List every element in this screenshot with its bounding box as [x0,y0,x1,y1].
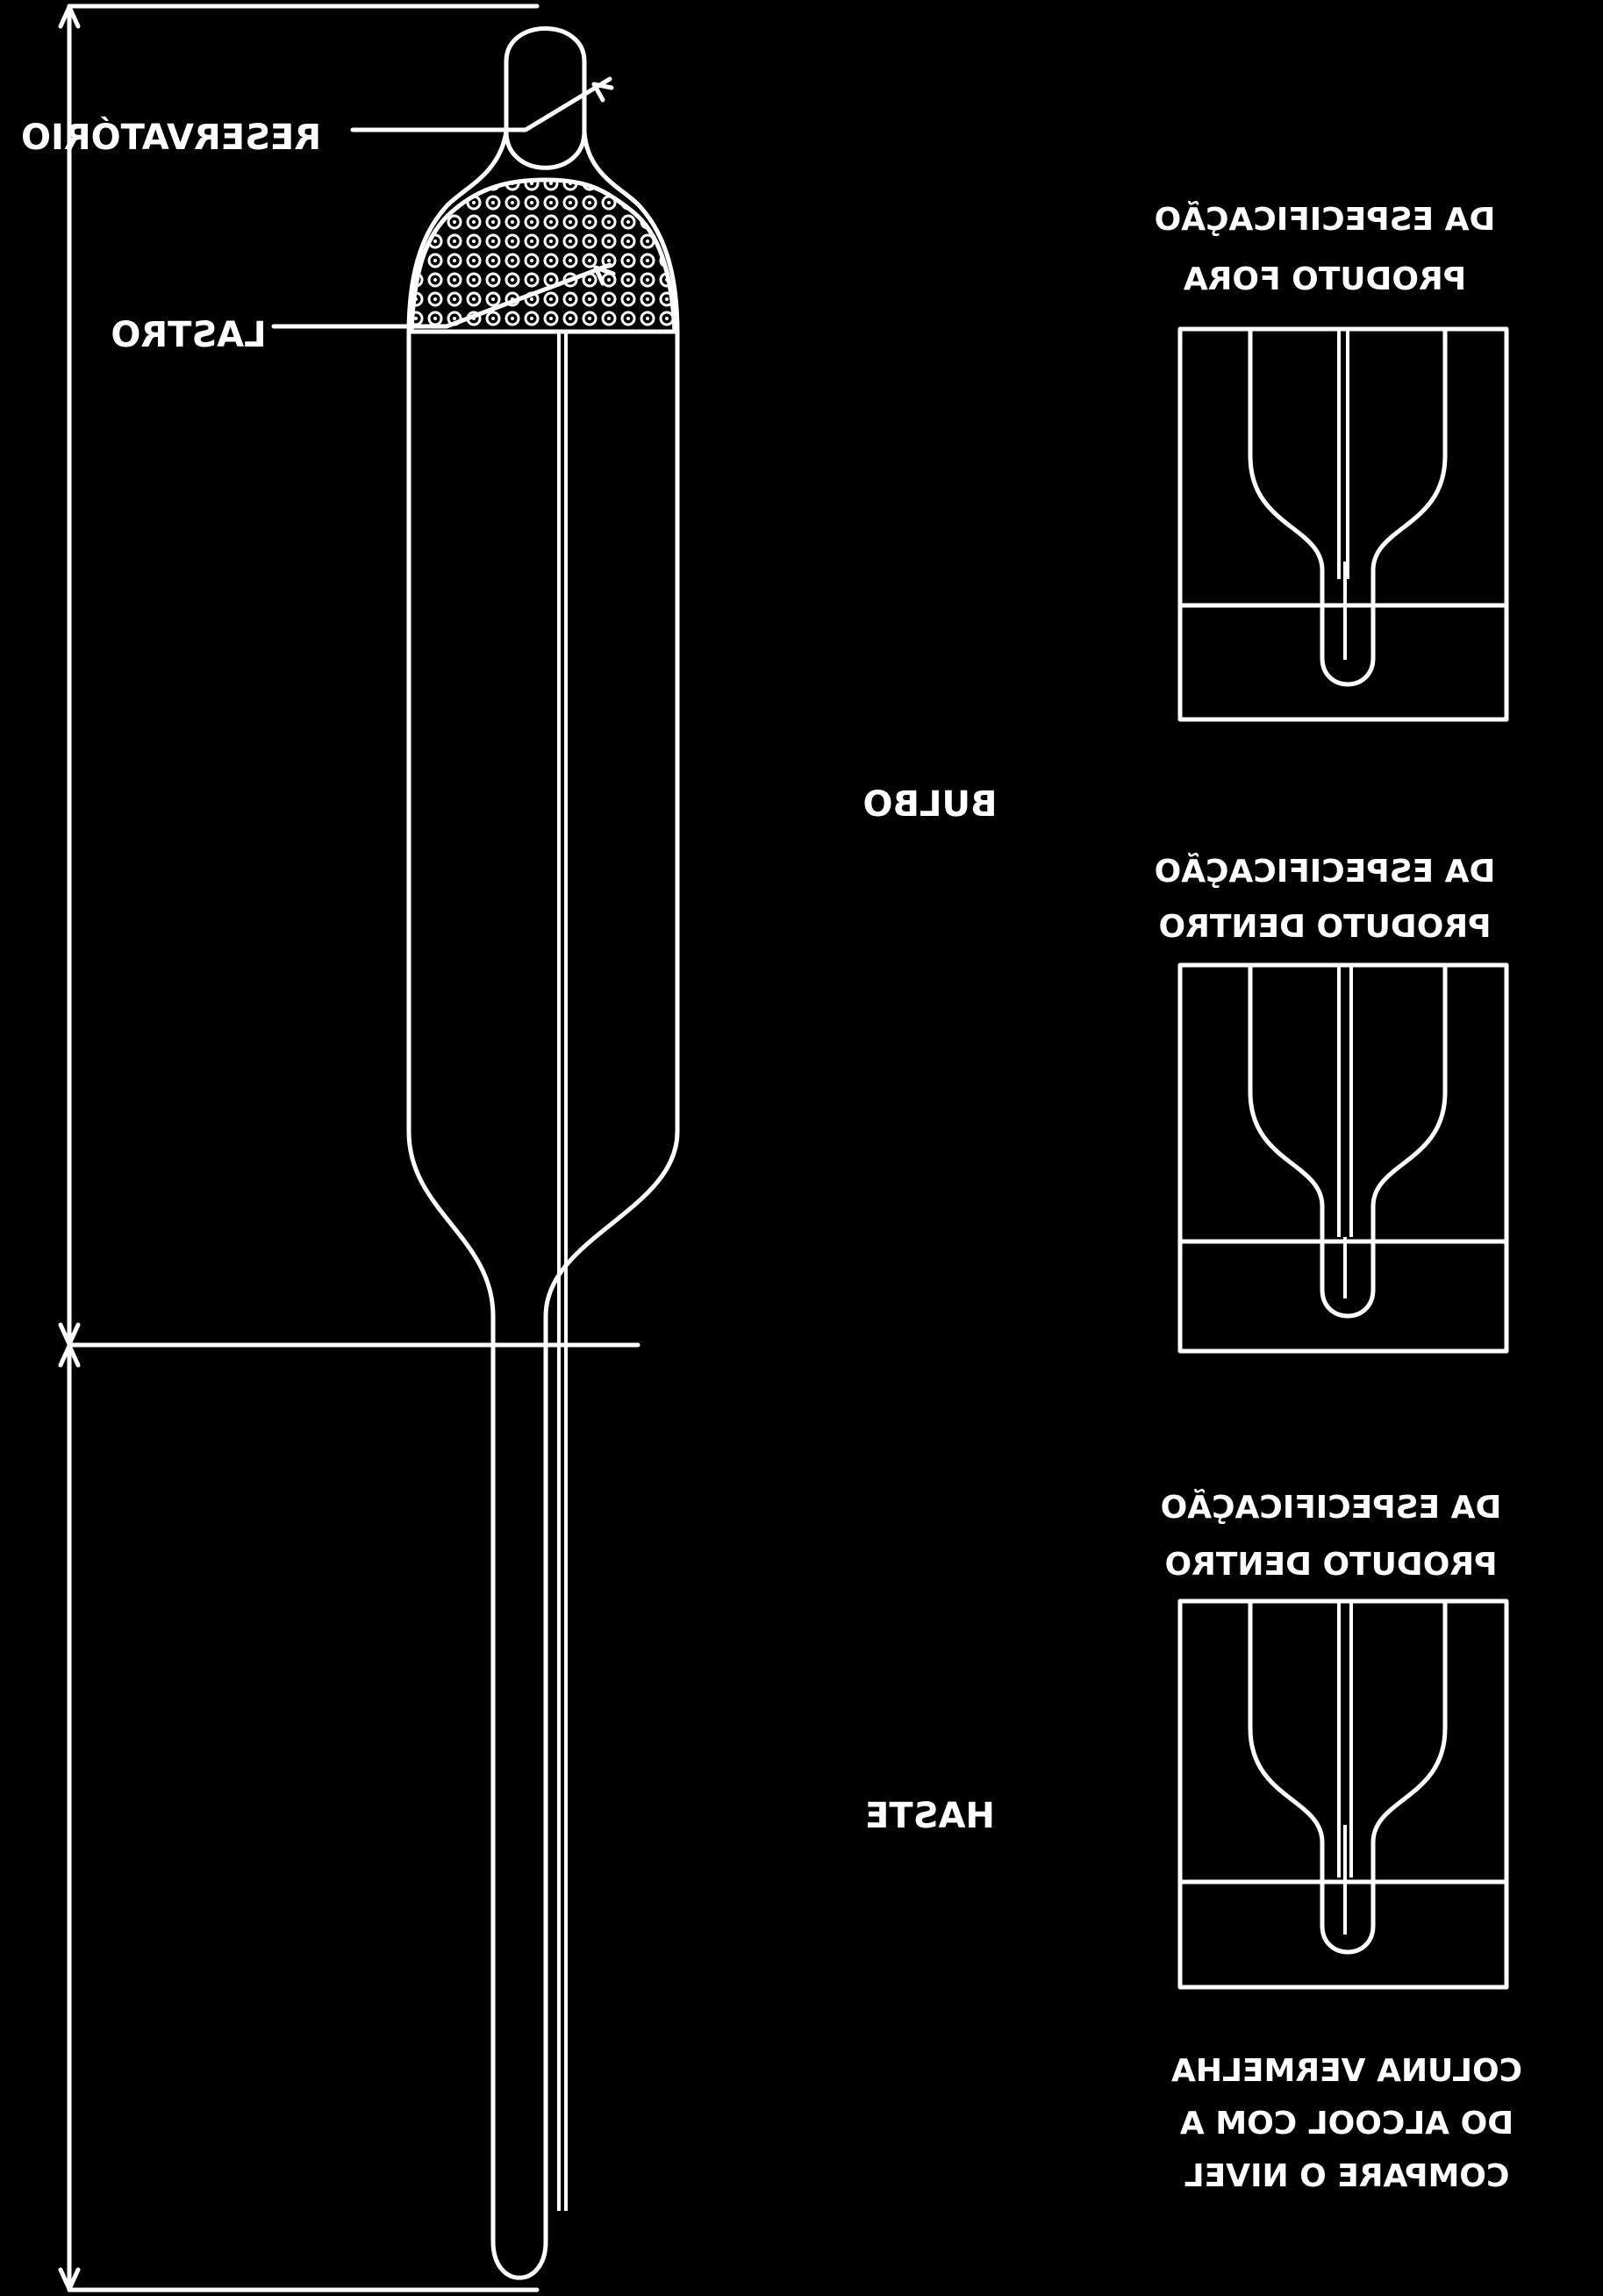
stem-label: HASTE [865,1796,995,1836]
panel-1-line-1: PRODUTO FORA [1184,261,1466,297]
dimension-lines [58,4,640,2292]
inspection-panels [1177,326,1509,1990]
panel-2-line-2: DA ESPECIFICAÇÃO [1155,853,1496,890]
reservoir-label: RESERVATÓRIO [21,116,321,158]
instruction-line-3: COLUNA VERMELHA [1171,2053,1522,2089]
panel-1-line-2: DA ESPECIFICAÇÃO [1155,201,1496,238]
ballast-label: LASTRO [111,315,266,355]
panel-1 [1177,326,1509,722]
instruction-line-2: DO ALCOOL COM A [1180,2106,1514,2142]
panel-3 [1177,1599,1509,1990]
bulb-outline [406,129,680,2280]
panel-3-line-1: PRODUTO DENTRO [1164,1547,1497,1583]
bulb-label: BULBO [863,784,998,825]
text-layer: RESERVATÓRIO LASTRO BULBO HASTE DA ESPEC… [21,116,1522,2194]
instruction-line-1: COMPARE O NIVEL [1184,2158,1510,2194]
reservoir-capsule [504,26,587,170]
panel-2 [1177,962,1509,1354]
leader-lines [271,76,616,329]
ballast [409,177,677,334]
hydrometer [406,26,680,2280]
panel-3-line-2: DA ESPECIFICAÇÃO [1161,1489,1502,1526]
panel-2-line-1: PRODUTO DENTRO [1158,909,1491,945]
